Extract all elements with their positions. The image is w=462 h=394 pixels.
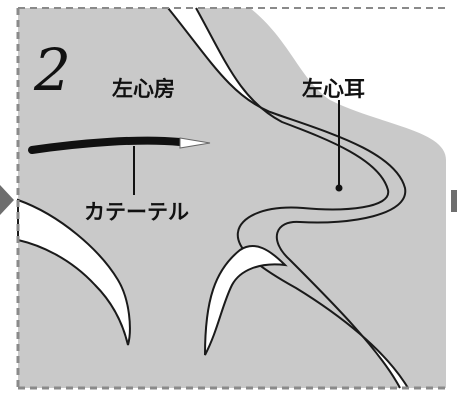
label-left-atrial-appendage: 左心耳 <box>302 77 365 101</box>
right-wall <box>250 8 446 160</box>
appendage-outline <box>195 7 409 389</box>
left-pointer-arrow <box>0 185 14 215</box>
step-number: 2 <box>33 36 71 104</box>
septum-wall <box>17 198 131 346</box>
label-catheter: カテーテル <box>84 200 189 224</box>
lower-septum <box>204 245 288 356</box>
upper-wall-outline <box>167 7 407 389</box>
catheter-tip <box>179 137 211 149</box>
catheter-shaft <box>28 136 184 154</box>
appendage-marker-dot <box>335 184 343 192</box>
right-edge-marker <box>451 190 457 212</box>
label-left-atrium: 左心房 <box>112 77 175 101</box>
